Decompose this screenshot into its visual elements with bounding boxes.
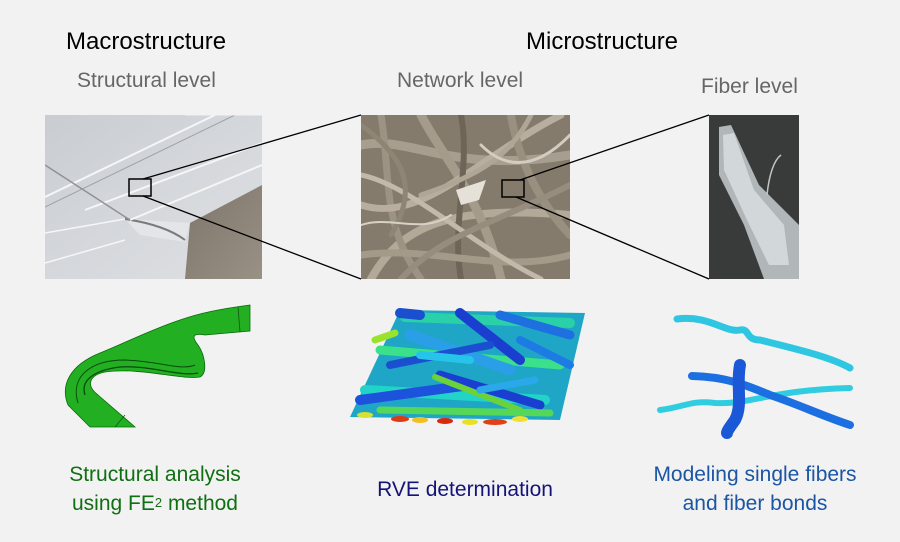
caption-fe-text: using FE bbox=[72, 492, 155, 515]
structural-level-label: Structural level bbox=[77, 69, 216, 92]
network-level-label: Network level bbox=[397, 69, 524, 92]
fe-model-illustration bbox=[30, 295, 280, 440]
caption-fe-superscript: 2 bbox=[154, 495, 163, 510]
network-level-photo bbox=[361, 115, 570, 279]
microstructure-heading: Microstructure bbox=[526, 28, 679, 55]
structural-caption-line1: Structural analysis bbox=[69, 463, 241, 486]
rve-model-illustration bbox=[320, 295, 600, 440]
fiber-level-photo bbox=[709, 115, 799, 279]
rve-determination-caption: RVE determination bbox=[377, 478, 553, 501]
caption-method-text: method bbox=[162, 492, 238, 515]
fiber-level-label: Fiber level bbox=[701, 75, 798, 98]
structural-analysis-caption: Structural analysis using FE2 method bbox=[40, 460, 270, 518]
structural-level-photo bbox=[45, 115, 262, 279]
structural-caption-line2: using FE2 method bbox=[40, 489, 270, 518]
fiber-caption-line1: Modeling single fibers bbox=[653, 463, 857, 486]
fiber-modeling-caption: Modeling single fibers and fiber bonds bbox=[630, 460, 880, 518]
macrostructure-heading: Macrostructure bbox=[66, 28, 227, 55]
fiber-model-illustration bbox=[640, 295, 880, 440]
fiber-caption-line2: and fiber bonds bbox=[682, 492, 828, 515]
